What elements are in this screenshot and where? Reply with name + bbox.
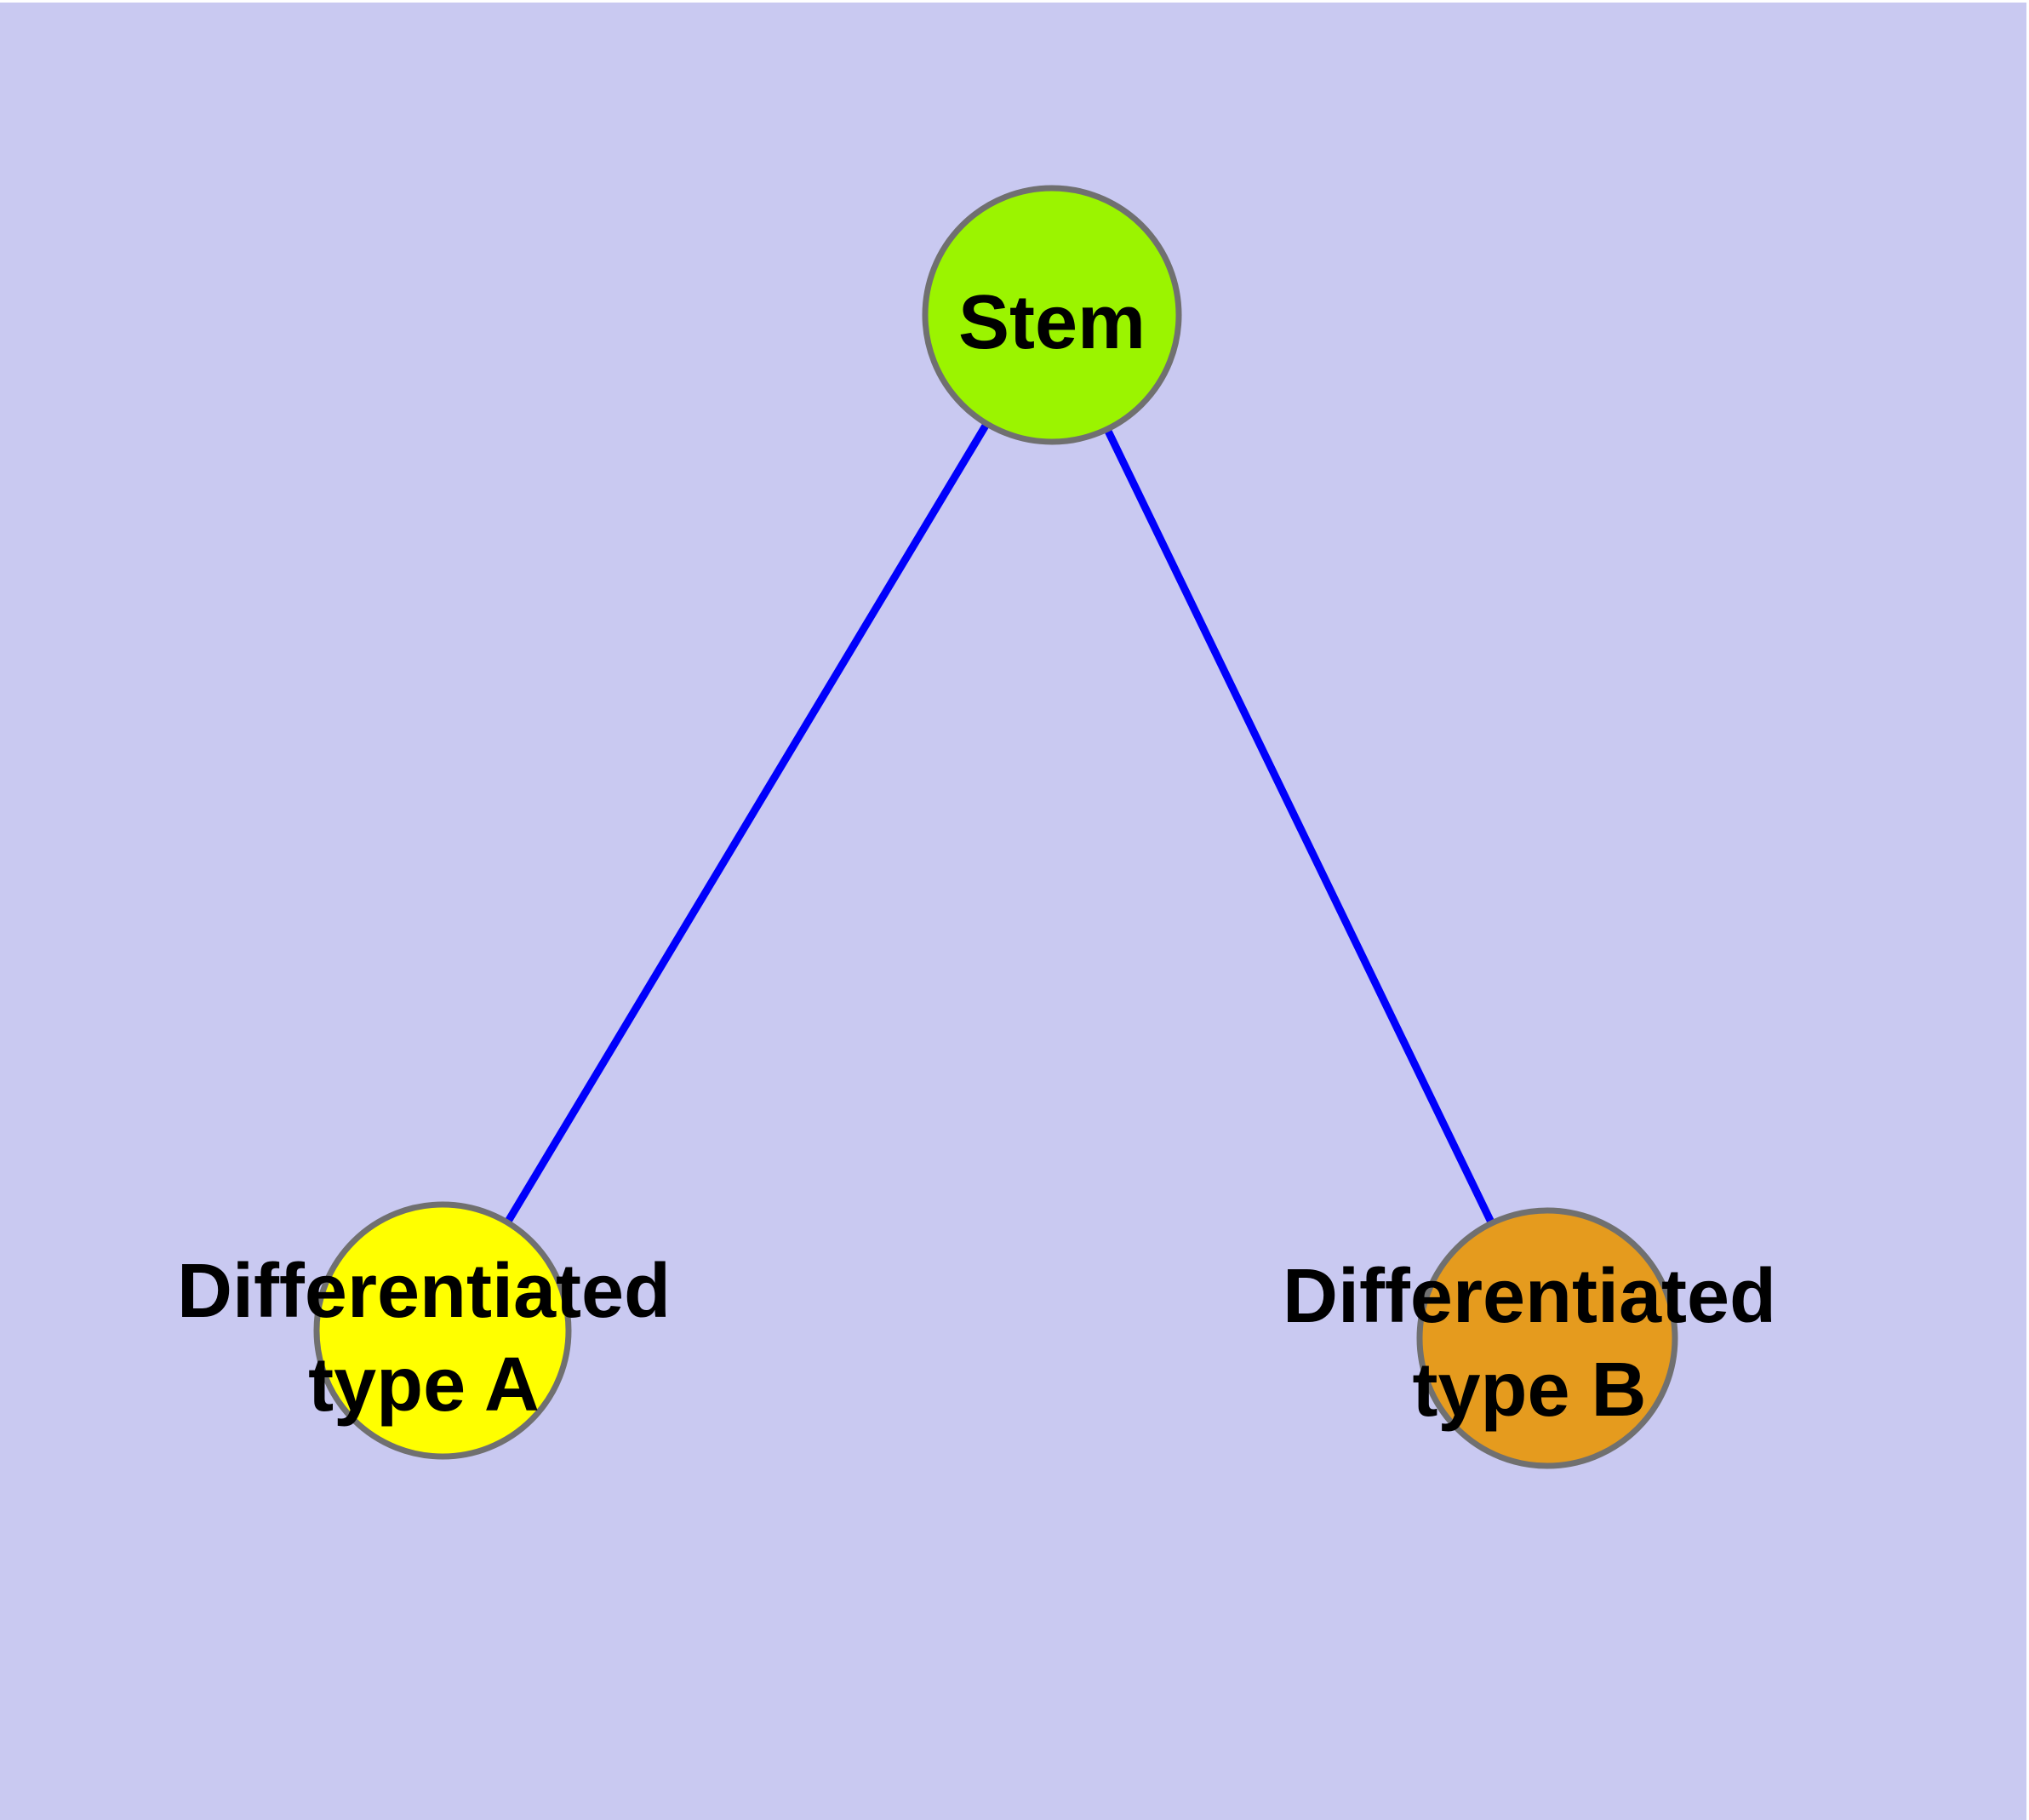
node-differentiated-type-a-label-line2: type A [308, 1342, 540, 1428]
edge-stem-to-type-a [439, 312, 1055, 1333]
node-differentiated-type-b-label-line2: type B [1412, 1348, 1646, 1433]
node-differentiated-type-b-label-line1: Differentiated [1283, 1254, 1776, 1339]
node-stem-label: Stem [958, 280, 1146, 365]
node-differentiated-type-a-label-line1: Differentiated [177, 1249, 671, 1334]
node-differentiated-type-a[interactable] [313, 1201, 572, 1460]
node-stem[interactable] [922, 185, 1182, 445]
edge-stem-to-type-b [1048, 313, 1552, 1340]
node-differentiated-type-b[interactable] [1416, 1207, 1678, 1469]
